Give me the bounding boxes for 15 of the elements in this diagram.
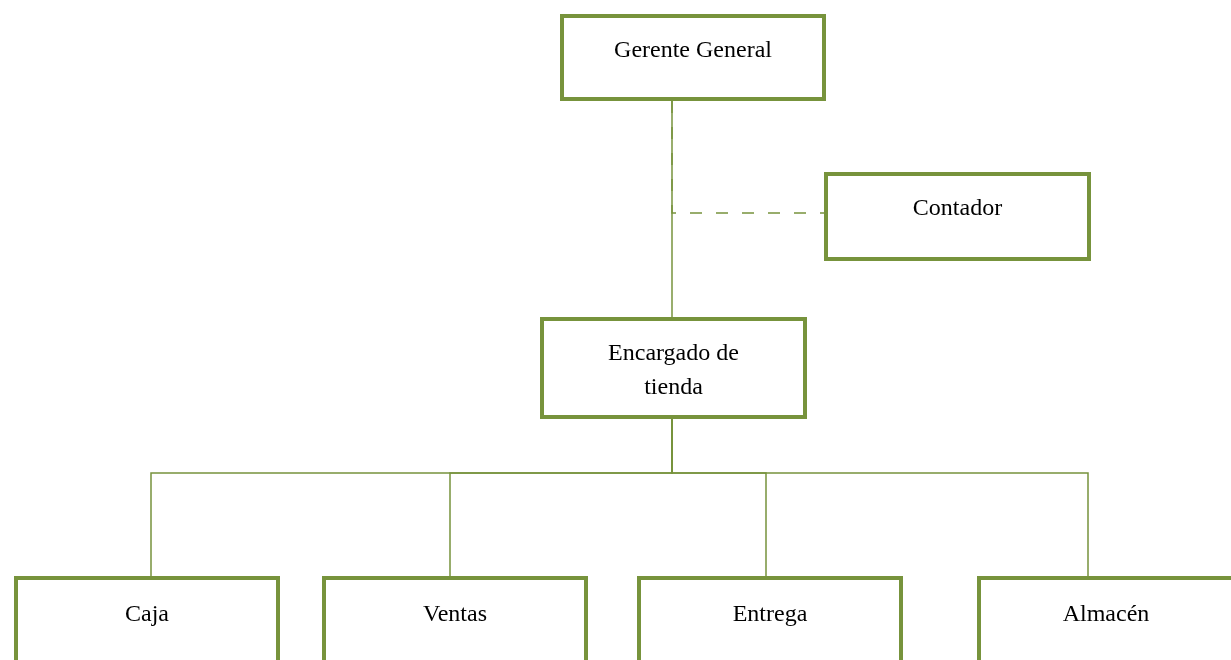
org-box (824, 172, 1091, 261)
box-label: Entrega (731, 599, 809, 628)
box-label: Gerente General (613, 35, 773, 64)
box-label: Caja (124, 599, 170, 628)
org-box (322, 576, 588, 660)
org-box (560, 14, 826, 101)
org-box (540, 317, 807, 419)
box-label: Encargado de tienda (607, 338, 740, 401)
dashed-connector (671, 100, 825, 214)
org-box (14, 576, 280, 660)
org-box (977, 576, 1231, 660)
org-box (637, 576, 903, 660)
box-label: Almacén (1061, 599, 1151, 628)
box-label: Ventas (422, 599, 488, 628)
box-label: Contador (911, 193, 1004, 222)
